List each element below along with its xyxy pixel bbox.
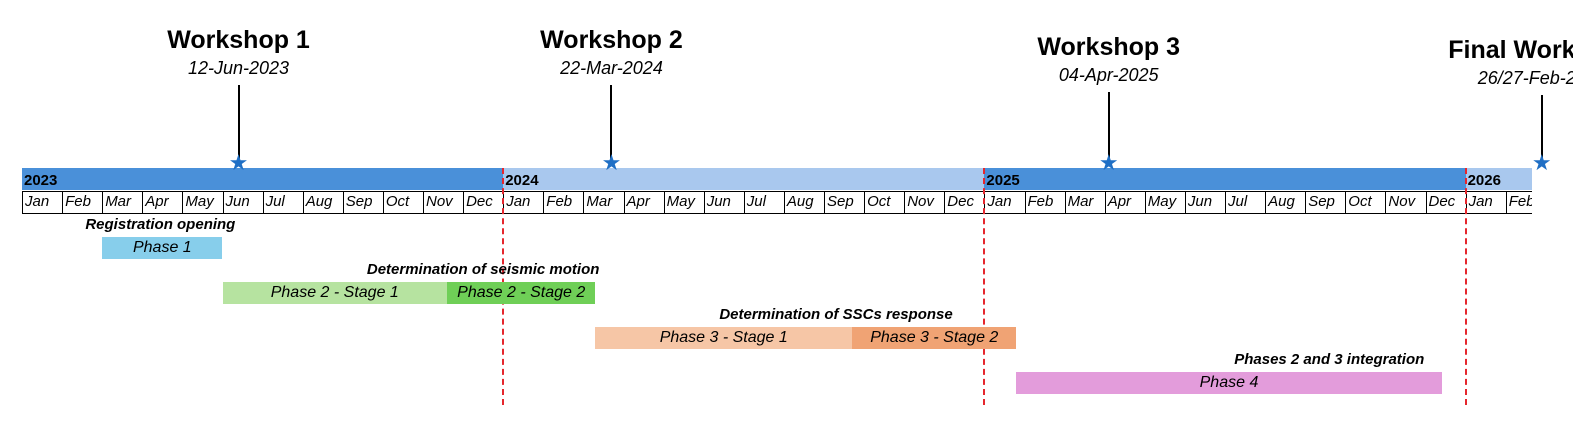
workshop-title: Workshop 3 (1037, 33, 1181, 61)
workshop-stem (1540, 95, 1543, 163)
month-label: Jul (743, 191, 784, 213)
month-label: Dec (463, 191, 503, 213)
year-band: 2023 (22, 168, 504, 190)
month-label: Aug (302, 191, 343, 213)
month-label: Feb (1505, 191, 1532, 213)
phase-bar: Phase 2 - Stage 2 (447, 282, 596, 304)
month-label: Jan (503, 191, 543, 213)
workshop-date: 22-Mar-2024 (560, 58, 663, 78)
month-label: May (1144, 191, 1185, 213)
year-label: 2025 (986, 172, 1020, 189)
month-label: Jul (262, 191, 303, 213)
month-label: Nov (423, 191, 463, 213)
month-label: Jan (984, 191, 1024, 213)
month-label: Oct (382, 191, 423, 213)
workshop-title: Workshop 2 (540, 26, 683, 54)
year-boundary-line (1464, 168, 1467, 405)
phase-group-label: Determination of seismic motion (366, 261, 600, 278)
month-row-bottom-border (22, 213, 1532, 214)
star-icon: ★ (228, 150, 249, 175)
workshop-title: Workshop 1 (167, 26, 310, 54)
phase-group-label: Determination of SSCs response (719, 306, 953, 323)
month-label: Oct (1345, 191, 1385, 213)
month-label: Jun (1184, 191, 1225, 213)
month-label: Feb (1024, 191, 1065, 213)
month-label: Dec (944, 191, 984, 213)
month-label: Jun (222, 191, 263, 213)
month-label: Aug (1265, 191, 1305, 213)
month-label: May (663, 191, 704, 213)
workshop-date: 04-Apr-2025 (1058, 65, 1159, 85)
year-boundary-line (983, 168, 986, 405)
month-label: Apr (623, 191, 664, 213)
year-label: 2023 (24, 172, 58, 189)
workshop-stem (1107, 92, 1110, 163)
month-label: Aug (783, 191, 824, 213)
phase-bar: Phase 2 - Stage 1 (222, 282, 448, 304)
workshop-date: 12-Jun-2023 (187, 58, 290, 78)
workshop-stem (237, 85, 240, 163)
phase-bar: Phase 4 (1016, 372, 1442, 394)
month-label: Sep (342, 191, 383, 213)
month-label: Jan (1465, 191, 1506, 213)
year-band: 2026 (1465, 168, 1532, 190)
month-label: Sep (824, 191, 864, 213)
month-label: Nov (904, 191, 944, 213)
month-label: Jan (22, 191, 62, 213)
star-icon: ★ (1098, 150, 1119, 175)
month-label: Jun (703, 191, 744, 213)
year-label: 2026 (1467, 172, 1501, 189)
star-icon: ★ (601, 150, 622, 175)
month-label: Mar (1064, 191, 1105, 213)
month-label: May (182, 191, 222, 213)
month-row-top-border (22, 191, 1532, 192)
month-label: Oct (864, 191, 904, 213)
month-label: Jul (1225, 191, 1265, 213)
workshop-title: Final Workshop (1448, 36, 1573, 64)
month-label: Feb (62, 191, 102, 213)
year-label: 2024 (505, 172, 539, 189)
phase-bar: Phase 1 (102, 237, 223, 259)
month-label: Feb (543, 191, 583, 213)
phase-group-label: Phases 2 and 3 integration (1234, 351, 1425, 368)
month-label: Nov (1385, 191, 1425, 213)
phase-bar: Phase 3 - Stage 2 (852, 327, 1017, 349)
month-label: Apr (142, 191, 182, 213)
year-band: 2024 (503, 168, 985, 190)
workshop-date: 26/27-Feb-2026 (1477, 68, 1573, 88)
star-icon: ★ (1531, 150, 1552, 175)
phase-bar: Phase 3 - Stage 1 (595, 327, 853, 349)
year-band: 2025 (984, 168, 1466, 190)
month-label: Sep (1305, 191, 1345, 213)
phase-group-label: Registration opening (85, 216, 236, 233)
workshop-stem (610, 85, 613, 163)
month-label: Mar (583, 191, 623, 213)
month-label: Mar (102, 191, 142, 213)
month-label: Apr (1104, 191, 1145, 213)
month-label: Dec (1425, 191, 1466, 213)
